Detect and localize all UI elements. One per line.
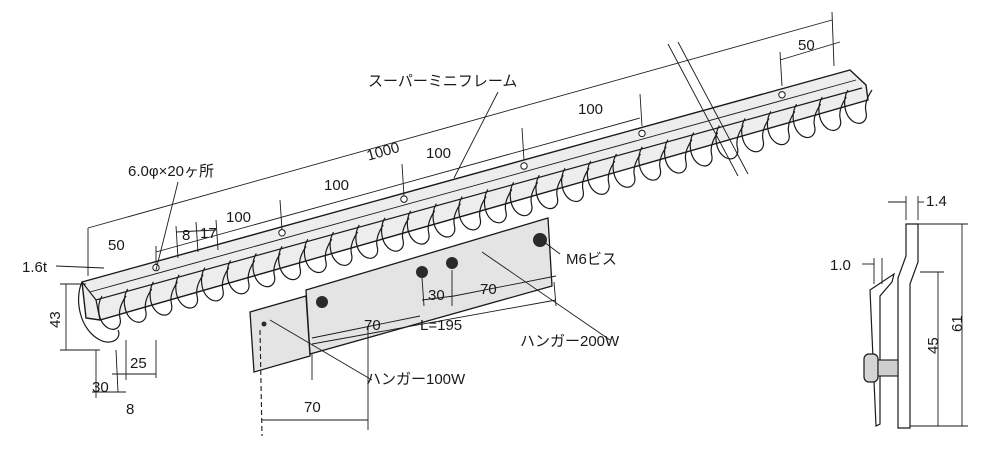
mounting-hole: [520, 162, 528, 170]
label-thickness: 1.6t: [22, 259, 48, 276]
label-25: 25: [130, 355, 147, 372]
label-100-b: 100: [324, 177, 349, 194]
leader-lines: [155, 91, 611, 381]
mounting-hole: [778, 91, 786, 99]
side-profile-view: [862, 196, 968, 429]
hook-slot: [252, 253, 281, 288]
extension-lines: [259, 270, 557, 437]
hook-slot: [612, 153, 641, 188]
screw-head-icon: [316, 296, 328, 308]
label-8-bottom: 8: [126, 401, 134, 418]
hook-slot: [509, 182, 539, 217]
hook-slot: [741, 118, 770, 153]
label-holes: 6.0φ×20ヶ所: [128, 163, 214, 180]
hook-slot: [586, 160, 616, 195]
hook-slot: [175, 274, 204, 309]
label-side-1-0: 1.0: [830, 257, 851, 274]
hook-slot: [638, 146, 667, 181]
hook-slot: [458, 196, 487, 231]
label-70-mid: 70: [364, 317, 381, 334]
hanger-200w-plate: [305, 217, 553, 355]
label-side-45: 45: [925, 337, 942, 354]
label-50-right: 50: [798, 37, 815, 54]
label-8: 8: [182, 227, 190, 244]
label-screw: M6ビス: [566, 251, 617, 268]
hook-slot: [766, 110, 796, 146]
dimension-labels: 1000 100 100 100 100 50 50 8 17 1.6t 43 …: [22, 37, 966, 418]
label-frame-name: スーパーミニフレーム: [368, 73, 517, 90]
screw-head-icon: [533, 233, 547, 247]
hook-slot: [715, 125, 744, 160]
dimension-lines: [55, 11, 841, 421]
hook-slot: [535, 174, 564, 210]
label-17: 17: [200, 225, 217, 242]
hook-slot: [149, 281, 178, 316]
hook-slot: [329, 231, 359, 266]
hanger-100w-plate: [249, 295, 311, 373]
hook-slot: [380, 217, 410, 252]
mounting-hole: [278, 229, 286, 237]
rail-hooks: [98, 89, 873, 330]
hook-slot: [483, 189, 513, 224]
hook-slot: [123, 288, 153, 323]
label-hanger-100: ハンガー100W: [366, 371, 466, 388]
hook-slot: [226, 260, 256, 295]
label-30-mid: 30: [428, 287, 445, 304]
hook-slot: [792, 103, 822, 139]
label-100-d: 100: [578, 101, 603, 118]
label-side-1-4: 1.4: [926, 193, 947, 210]
label-30-bottom: 30: [92, 379, 109, 396]
label-50-left: 50: [108, 237, 125, 254]
hook-slot: [663, 139, 693, 174]
label-43: 43: [47, 311, 64, 328]
hook-slot: [406, 210, 436, 245]
hook-slot: [818, 96, 847, 131]
mounting-hole: [400, 195, 408, 203]
label-hanger-200: ハンガー200W: [520, 333, 620, 350]
hook-slot: [200, 267, 230, 302]
label-100-a: 100: [226, 209, 251, 226]
label-L195: L=195: [420, 317, 462, 334]
screw-head-icon: [446, 257, 458, 269]
break-lines: [667, 41, 749, 177]
bolt-head-icon: [863, 353, 879, 383]
hook-slot: [561, 167, 590, 202]
mounting-hole: [152, 263, 160, 272]
hook-slot: [355, 224, 384, 259]
hook-slot: [303, 238, 333, 274]
mounting-holes: [152, 91, 786, 272]
label-1000: 1000: [365, 139, 402, 165]
label-side-61: 61: [949, 315, 966, 332]
hook-slot: [98, 295, 127, 330]
hook-slot: [844, 89, 873, 124]
hook-slot: [432, 203, 461, 238]
label-70-bottom: 70: [304, 399, 321, 416]
label-70-right: 70: [480, 281, 497, 298]
screw-head-icon: [416, 266, 428, 278]
mounting-hole: [638, 129, 646, 138]
label-100-c: 100: [426, 145, 451, 162]
hook-slot: [689, 132, 719, 167]
hook-slot: [278, 245, 307, 281]
